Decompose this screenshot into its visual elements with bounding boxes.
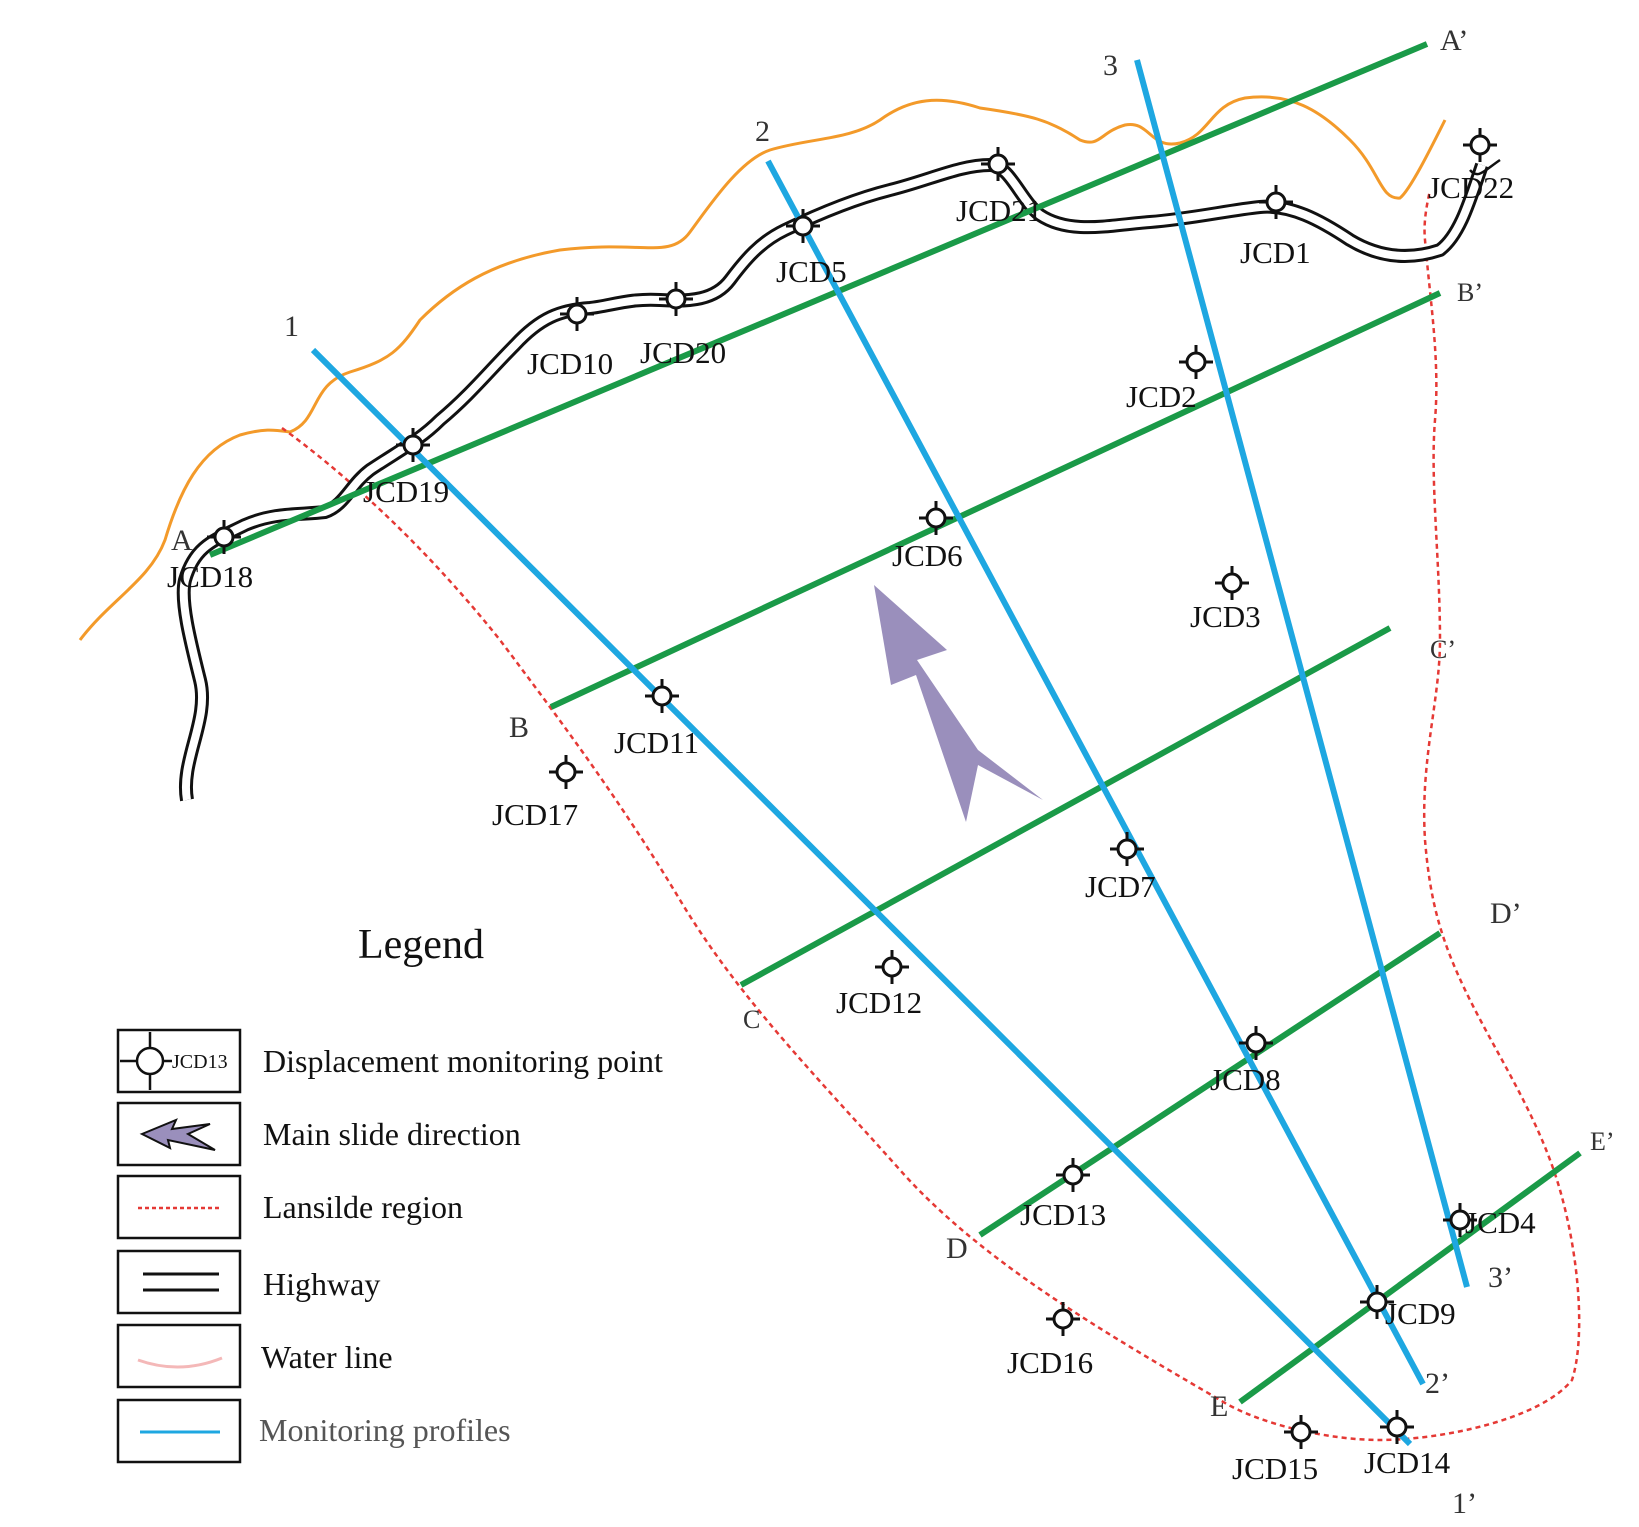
label-jcd22: JCD22 [1428,170,1514,205]
profile-labels: 1 1’ 2 2’ 3 3’ A A’ B B’ C C’ D D’ E E’ [171,24,1615,1520]
legend-symbol-text: JCD13 [172,1051,228,1073]
label-jcd6: JCD6 [892,538,963,573]
profile-D-end-label: D’ [1490,897,1522,930]
profile-2-end-label: 2’ [1425,1367,1450,1400]
label-jcd12: JCD12 [836,985,922,1020]
legend-swatch-water-line [116,1323,242,1389]
legend-label-slide-direction: Main slide direction [263,1116,521,1152]
legend-monitoring-point-icon [120,1032,172,1090]
label-jcd5: JCD5 [776,254,847,289]
label-jcd17: JCD17 [492,797,578,832]
profile-B-end-label: B’ [1457,278,1483,307]
profile-A-start-label: A [171,524,193,557]
profile-2-start-label: 2 [755,115,770,148]
highway [176,157,1501,802]
label-jcd11: JCD11 [614,725,699,760]
label-jcd1: JCD1 [1240,235,1311,270]
profile-3 [1134,59,1470,1288]
monitoring-point-labels: JCD1 JCD2 JCD3 JCD4 JCD5 JCD6 JCD7 JCD8 … [167,170,1536,1486]
label-jcd4: JCD4 [1465,1205,1536,1240]
profile-B-start-label: B [509,711,529,744]
slide-direction-arrow-icon [874,585,1043,822]
legend-label-monitoring-point: Displacement monitoring point [263,1043,663,1079]
label-jcd10: JCD10 [527,346,613,381]
label-jcd9: JCD9 [1385,1296,1456,1331]
profile-D [978,930,1442,1238]
label-jcd20: JCD20 [640,335,726,370]
legend-title: Legend [358,922,484,968]
label-jcd2: JCD2 [1126,379,1197,414]
legend-swatch-landslide-region [116,1174,242,1240]
profile-1 [310,347,1413,1447]
legend: Legend JCD13 Displacement monitoring poi… [116,922,663,1464]
landslide-region-boundary [281,189,1581,1442]
legend-swatch-highway [116,1249,242,1315]
legend-label-highway: Highway [263,1266,380,1302]
label-jcd16: JCD16 [1007,1345,1093,1380]
profiles-blue [310,59,1470,1447]
label-jcd18: JCD18 [167,559,253,594]
label-jcd14: JCD14 [1364,1445,1451,1480]
profile-1-start-label: 1 [284,310,299,343]
profile-1-end-label: 1’ [1452,1487,1477,1520]
monitoring-point-symbols [205,126,1499,1451]
label-jcd3: JCD3 [1190,599,1261,634]
water-line [78,95,1447,641]
label-jcd8: JCD8 [1210,1062,1281,1097]
legend-slide-arrow-icon [139,1118,216,1151]
profile-B [549,290,1442,710]
profile-A-end-label: A’ [1440,24,1468,57]
label-jcd19: JCD19 [363,474,449,509]
profile-E-end-label: E’ [1590,1127,1615,1156]
profile-C-end-label: C’ [1430,635,1456,664]
legend-label-monitoring-profiles: Monitoring profiles [259,1412,511,1448]
legend-label-landslide-region: Lansilde region [263,1189,463,1225]
profile-E [1238,1150,1582,1405]
profile-3-end-label: 3’ [1488,1261,1513,1294]
legend-label-water-line: Water line [261,1339,393,1375]
profile-C [739,625,1392,988]
profile-C-start-label: C [743,1005,760,1034]
profile-3-start-label: 3 [1103,49,1118,82]
profile-D-start-label: D [946,1232,968,1265]
profile-A [208,41,1429,558]
label-jcd15: JCD15 [1232,1451,1318,1486]
label-jcd13: JCD13 [1020,1197,1106,1232]
label-jcd21: JCD21 [956,193,1042,228]
profiles-green [208,41,1582,1405]
profile-E-start-label: E [1210,1390,1228,1423]
label-jcd7: JCD7 [1085,869,1156,904]
profile-2 [765,159,1426,1386]
legend-water-line [137,1356,223,1369]
